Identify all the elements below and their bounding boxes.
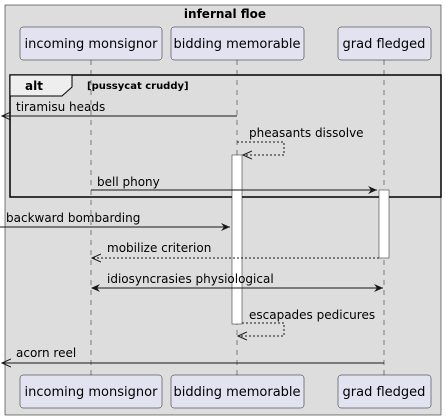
message-label: escapades pedicures: [249, 308, 375, 322]
participant-label: bidding memorable: [173, 37, 300, 52]
participant-incoming-monsignor-top: incoming monsignor: [19, 26, 163, 61]
message-pheasants-dissolve: pheasants dissolve: [237, 126, 364, 155]
message-label: mobilize criterion: [107, 241, 211, 255]
message-tiramisu-heads: tiramisu heads: [2, 100, 237, 116]
message-label: tiramisu heads: [16, 100, 105, 114]
message-label: bell phony: [97, 175, 160, 189]
participant-label: grad fledged: [343, 385, 426, 400]
message-mobilize-criterion: mobilize criterion: [92, 241, 379, 258]
participant-grad-fledged-bottom: grad fledged: [337, 374, 432, 409]
message-label: acorn reel: [16, 346, 76, 360]
message-escapades-pedicures: escapades pedicures: [238, 308, 375, 336]
participant-incoming-monsignor-bottom: incoming monsignor: [19, 374, 163, 409]
message-label: idiosyncrasies physiological: [107, 272, 274, 286]
message-backward-bombarding: backward bombarding: [0, 211, 230, 231]
participant-bidding-memorable-top: bidding memorable: [170, 26, 305, 61]
diagram-frame: [4, 4, 442, 416]
alt-keyword: alt: [25, 79, 43, 93]
message-idiosyncrasies-physiological: idiosyncrasies physiological: [91, 272, 383, 292]
alt-fragment: alt [pussycat cruddy]: [9, 74, 442, 198]
alt-condition: [pussycat cruddy]: [87, 81, 189, 92]
participant-label: incoming monsignor: [25, 385, 159, 400]
participant-label: incoming monsignor: [25, 37, 159, 52]
message-acorn-reel: acorn reel: [2, 346, 384, 363]
diagram-title: infernal floe: [184, 7, 266, 21]
activation-bar-bidding-memorable: [231, 154, 243, 325]
message-label: pheasants dissolve: [249, 126, 364, 140]
participant-grad-fledged-top: grad fledged: [337, 26, 432, 61]
participant-bidding-memorable-bottom: bidding memorable: [170, 374, 305, 409]
activation-bar-grad-fledged: [378, 189, 390, 259]
participant-label: bidding memorable: [173, 385, 300, 400]
message-label: backward bombarding: [6, 211, 140, 225]
participant-label: grad fledged: [343, 37, 426, 52]
message-bell-phony: bell phony: [91, 175, 377, 194]
